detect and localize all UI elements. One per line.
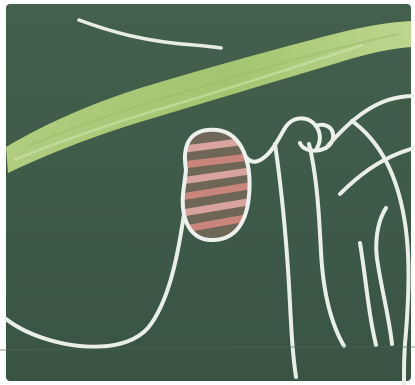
- chalkboard-surface: [0, 0, 415, 385]
- chalk-drawing: [0, 0, 415, 385]
- image-frame: [0, 0, 415, 385]
